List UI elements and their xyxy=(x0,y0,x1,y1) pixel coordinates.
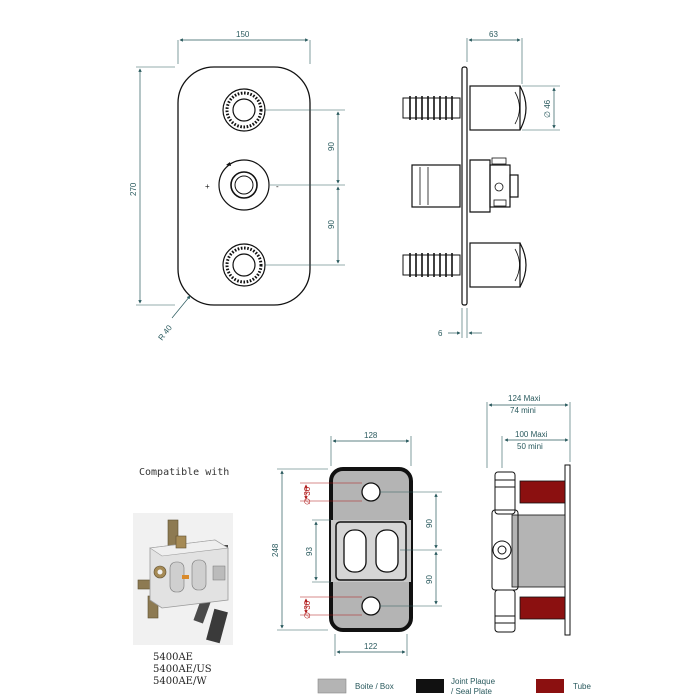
bottom-knob xyxy=(222,243,266,287)
top-knob xyxy=(222,88,266,132)
legend-swatch-box xyxy=(317,678,347,694)
box-side-max2-label: 100 Maxi xyxy=(515,430,548,439)
faceplate-spacing-bottom-label: 90 xyxy=(327,220,336,229)
side-center-handle xyxy=(411,157,519,213)
box-side-min-label: 74 mini xyxy=(510,406,536,415)
box-dia-bottom-label: ∅ 36 xyxy=(303,600,312,619)
box-spacing-top-label: 90 xyxy=(425,519,434,528)
legend-label-seal-line1: Joint Plaque xyxy=(451,677,496,686)
model-item: 5400AE xyxy=(153,652,193,663)
side-bottom-handle xyxy=(402,242,527,288)
side-plate-label: 6 xyxy=(438,329,443,338)
faceplate-width-label: 150 xyxy=(236,30,250,39)
side-depth-label: 63 xyxy=(489,30,498,39)
side-top-handle xyxy=(402,85,527,131)
box-front-view: 128 122 248 93 ∅ 36 ∅ 36 90 90 xyxy=(271,431,442,656)
model-item: 5400AE/W xyxy=(153,676,207,687)
legend-swatch-seal xyxy=(416,679,444,693)
tube-top xyxy=(519,480,566,504)
box-side-view: 124 Maxi 74 mini 100 Maxi 50 mini xyxy=(486,394,571,636)
legend-label-seal-line2: / Seal Plate xyxy=(451,687,492,696)
faceplate-radius-label: R 40 xyxy=(156,323,174,342)
box-inner-label: 93 xyxy=(305,547,314,556)
side-diameter-label: ∅ 46 xyxy=(543,99,552,118)
faceplate-side-view: 63 ∅ 46 6 xyxy=(402,30,560,338)
compatible-models: 5400AE 5400AE/US 5400AE/W xyxy=(153,652,212,688)
legend-label-box: Boite / Box xyxy=(355,682,394,691)
faceplate-spacing-top-label: 90 xyxy=(327,142,336,151)
legend: Boite / Box Joint Plaque / Seal Plate Tu… xyxy=(317,677,591,696)
box-side-min2-label: 50 mini xyxy=(517,442,543,451)
box-height-label: 248 xyxy=(271,543,280,557)
tube-bottom xyxy=(519,596,566,620)
box-body xyxy=(511,514,566,588)
box-dia-top-label: ∅ 36 xyxy=(303,486,312,505)
minus-marker: - xyxy=(276,182,279,191)
faceplate-front-view: + - 150 270 90 90 R 40 xyxy=(129,30,345,342)
faceplate-height-label: 270 xyxy=(129,182,138,196)
box-spacing-bottom-label: 90 xyxy=(425,575,434,584)
box-width-top-label: 128 xyxy=(364,431,378,440)
faceplate-outline xyxy=(177,66,311,306)
center-knob: + - xyxy=(205,159,279,211)
legend-label-tube: Tube xyxy=(573,682,591,691)
box-width-bottom-label: 122 xyxy=(364,642,378,651)
compatible-title: Compatible with xyxy=(139,467,230,478)
plus-marker: + xyxy=(205,182,210,191)
mixer-body-photo xyxy=(133,513,233,645)
legend-swatch-tube xyxy=(536,679,564,693)
box-side-max-label: 124 Maxi xyxy=(508,394,541,403)
model-item: 5400AE/US xyxy=(153,664,212,675)
